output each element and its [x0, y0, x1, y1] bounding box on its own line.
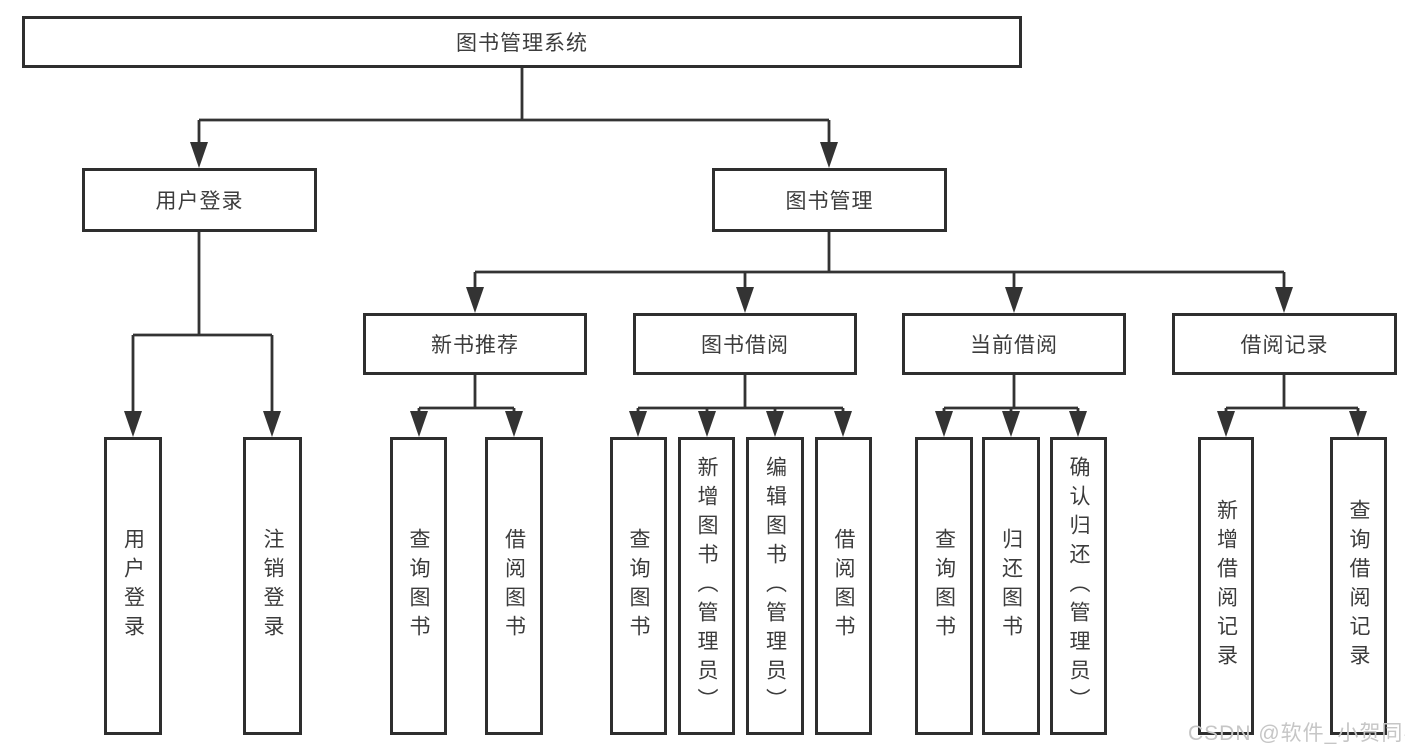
node-borrow-records-label: 借阅记录	[1240, 334, 1329, 357]
leaf-borrow-book: 借阅图书	[815, 437, 872, 735]
leaf-borrow-add-admin: 新增图书（管理员）	[678, 437, 735, 735]
leaf-newbooks-borrow-label: 借阅图书	[502, 528, 526, 644]
leaf-newbooks-borrow: 借阅图书	[485, 437, 543, 735]
leaf-borrow-query-label: 查询图书	[627, 528, 650, 644]
leaf-newbooks-query-label: 查询图书	[407, 528, 430, 644]
leaf-borrow-book-label: 借阅图书	[832, 528, 855, 644]
leaf-return-book: 归还图书	[982, 437, 1040, 735]
leaf-current-query-label: 查询图书	[932, 528, 956, 644]
node-book-borrow: 图书借阅	[633, 313, 857, 375]
node-user-login: 用户登录	[82, 168, 317, 232]
node-book-management: 图书管理	[712, 168, 947, 232]
leaf-add-record: 新增借阅记录	[1198, 437, 1254, 735]
leaf-add-record-label: 新增借阅记录	[1214, 499, 1238, 673]
node-user-login-label: 用户登录	[155, 190, 244, 213]
leaf-query-record: 查询借阅记录	[1330, 437, 1387, 735]
leaf-user-login-label: 用户登录	[121, 528, 145, 644]
arrowhead-icons	[124, 142, 1367, 437]
leaf-borrow-edit-admin: 编辑图书（管理员）	[746, 437, 804, 735]
leaf-borrow-query: 查询图书	[610, 437, 667, 735]
csdn-watermark: CSDN @软件_小贺同学	[1188, 722, 1405, 745]
node-current-borrow: 当前借阅	[902, 313, 1126, 375]
node-book-borrow-label: 图书借阅	[701, 334, 789, 357]
leaf-current-query: 查询图书	[915, 437, 973, 735]
leaf-borrow-edit-admin-label: 编辑图书（管理员）	[763, 455, 787, 717]
leaf-newbooks-query: 查询图书	[390, 437, 447, 735]
node-new-book-recommend-label: 新书推荐	[431, 334, 519, 357]
node-current-borrow-label: 当前借阅	[970, 334, 1058, 357]
node-book-management-label: 图书管理	[785, 190, 874, 213]
leaf-logout-label: 注销登录	[261, 528, 284, 644]
node-new-book-recommend: 新书推荐	[363, 313, 587, 375]
leaf-query-record-label: 查询借阅记录	[1347, 499, 1370, 673]
leaf-confirm-return-admin-label: 确认归还（管理员）	[1067, 455, 1090, 717]
leaf-return-book-label: 归还图书	[999, 528, 1023, 644]
node-root: 图书管理系统	[22, 16, 1022, 68]
leaf-logout: 注销登录	[243, 437, 302, 735]
leaf-confirm-return-admin: 确认归还（管理员）	[1050, 437, 1107, 735]
leaf-user-login: 用户登录	[104, 437, 162, 735]
node-root-label: 图书管理系统	[456, 32, 588, 55]
leaf-borrow-add-admin-label: 新增图书（管理员）	[695, 455, 718, 717]
node-borrow-records: 借阅记录	[1172, 313, 1397, 375]
